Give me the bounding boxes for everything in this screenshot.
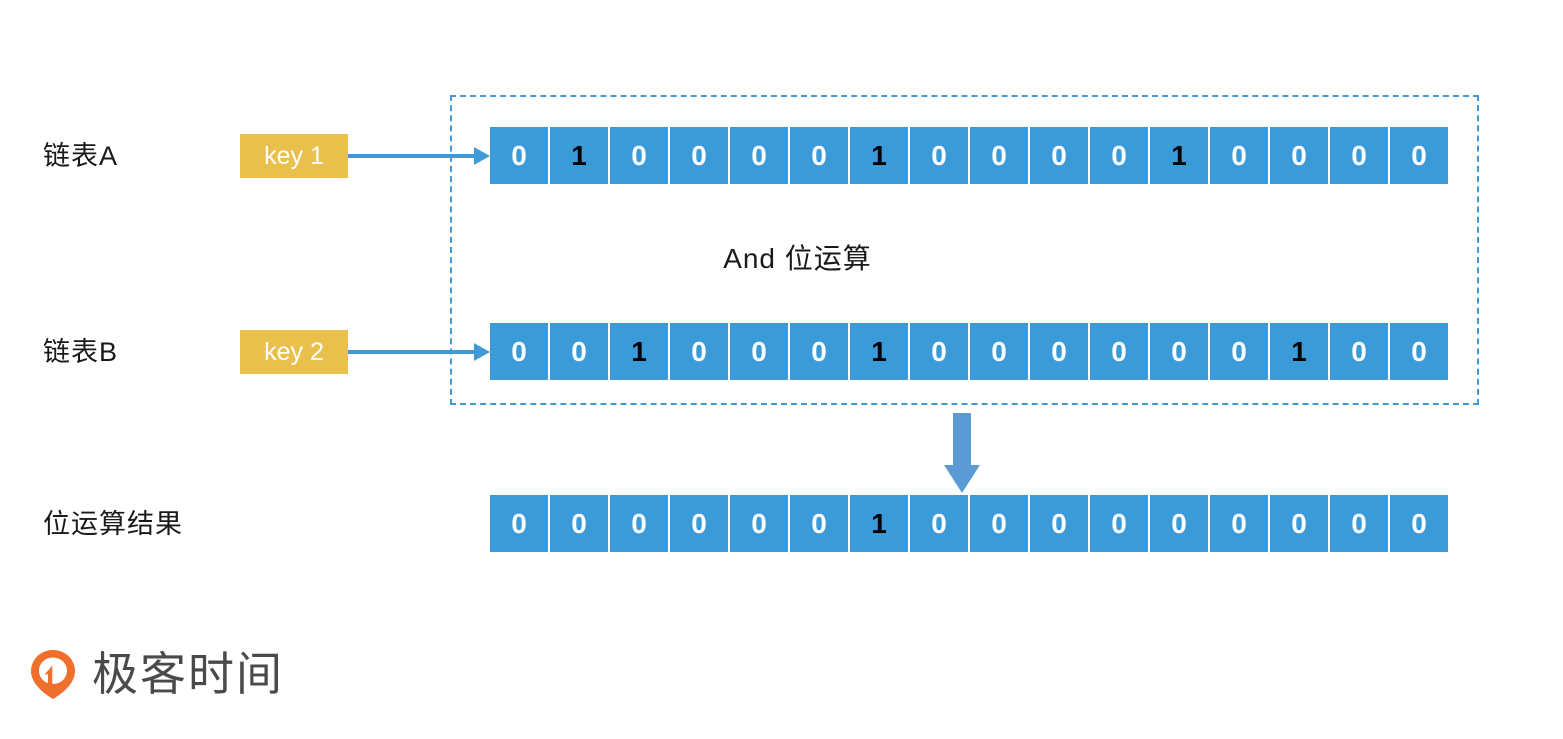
bit-cell: 1 [850,495,908,552]
connector-arrow-row-b [348,340,490,364]
bit-cell: 0 [970,323,1028,380]
bit-cell: 0 [1150,495,1208,552]
bit-cell: 0 [1210,127,1268,184]
arrow-right-icon [474,147,490,165]
bit-cell: 0 [490,323,548,380]
bit-cell: 0 [550,323,608,380]
bit-cell: 1 [550,127,608,184]
key-badge-2: key 2 [240,330,348,374]
geektime-pin-icon [27,648,79,700]
arrow-down-tip [944,465,980,493]
bit-cell: 1 [850,323,908,380]
bit-cell: 0 [610,495,668,552]
bit-cell: 0 [1210,323,1268,380]
bit-cell: 0 [1090,127,1148,184]
bit-cell: 0 [1090,323,1148,380]
bit-cell: 0 [1030,323,1088,380]
bit-cell: 0 [550,495,608,552]
bit-cell: 0 [730,495,788,552]
bit-cell: 1 [1270,323,1328,380]
connector-shaft [348,350,474,354]
bit-cell: 0 [910,323,968,380]
bit-cell: 0 [730,323,788,380]
bit-cell: 0 [670,495,728,552]
bit-cell: 0 [1270,127,1328,184]
connector-shaft [348,154,474,158]
bit-cell: 0 [790,127,848,184]
bit-cell: 1 [1150,127,1208,184]
and-operation-group-box [450,95,1479,405]
bit-cell: 0 [1330,127,1388,184]
row-label-a: 链表A [43,141,119,171]
bit-cell: 0 [1390,495,1448,552]
bit-cell: 0 [1030,127,1088,184]
brand-name: 极客时间 [92,648,284,700]
bit-cell: 1 [610,323,668,380]
bit-cell: 0 [1090,495,1148,552]
bit-cell: 0 [970,495,1028,552]
row-label-result: 位运算结果 [43,509,183,539]
key-badge-1: key 1 [240,134,348,178]
bit-cell: 0 [670,127,728,184]
bit-cell: 0 [730,127,788,184]
arrow-down-icon [944,413,980,493]
row-label-b: 链表B [43,337,119,367]
bit-cell: 0 [610,127,668,184]
arrow-right-icon [474,343,490,361]
bit-cell: 0 [1390,323,1448,380]
connector-arrow-row-a [348,144,490,168]
brand-logo: 极客时间 [27,648,284,700]
bit-cell: 0 [1030,495,1088,552]
bit-cell: 0 [970,127,1028,184]
bit-cell: 0 [1330,495,1388,552]
bit-cell: 0 [670,323,728,380]
bit-cell: 0 [910,495,968,552]
bit-cell: 1 [850,127,908,184]
bit-cell: 0 [1330,323,1388,380]
arrow-down-stem [953,413,971,465]
bit-cell: 0 [490,495,548,552]
bit-cell: 0 [1210,495,1268,552]
bit-cell: 0 [490,127,548,184]
bit-cell: 0 [1390,127,1448,184]
bit-cell: 0 [1150,323,1208,380]
bit-cell: 0 [910,127,968,184]
bit-cell: 0 [790,495,848,552]
bit-cell: 0 [1270,495,1328,552]
bit-cell: 0 [790,323,848,380]
